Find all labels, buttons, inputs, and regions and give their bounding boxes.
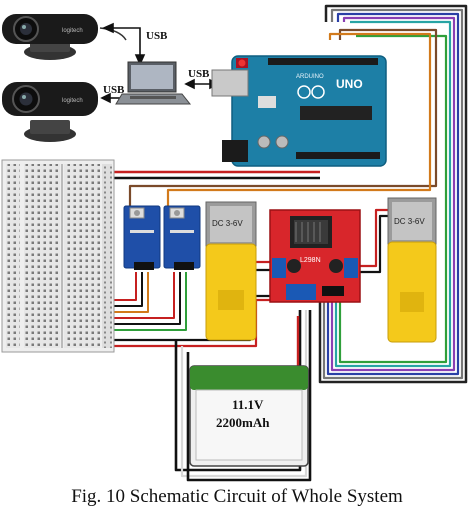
arduino-brand-label: ARDUINO xyxy=(296,74,324,80)
usb-label-top: USB xyxy=(146,30,168,42)
motor-left-label: DC 3-6V xyxy=(212,219,243,228)
figure-caption: Fig. 10 Schematic Circuit of Whole Syste… xyxy=(71,486,403,507)
usb-label-left: USB xyxy=(103,84,125,96)
battery xyxy=(189,365,309,467)
motor-right-label: DC 3-6V xyxy=(394,217,425,226)
battery-voltage: 11.1V xyxy=(232,397,264,412)
svg-text:logitech: logitech xyxy=(62,98,83,104)
breadboard xyxy=(1,159,115,353)
motor-right: DC 3-6V xyxy=(387,197,437,343)
webcam-1: logitech xyxy=(2,14,98,60)
motor-left: DC 3-6V xyxy=(205,201,257,341)
arduino-uno: UNO ARDUINO xyxy=(211,55,387,167)
motor-driver-l298n: L298N xyxy=(269,209,361,303)
usb-label-right: USB xyxy=(188,68,210,80)
driver-label: L298N xyxy=(300,257,321,264)
sensor-left xyxy=(123,205,161,270)
laptop xyxy=(115,61,192,105)
webcam-2: logitech xyxy=(2,82,98,142)
sensor-right xyxy=(163,205,201,270)
svg-text:logitech: logitech xyxy=(62,28,83,34)
battery-capacity: 2200mAh xyxy=(216,415,270,430)
arduino-model-label: UNO xyxy=(336,77,363,91)
